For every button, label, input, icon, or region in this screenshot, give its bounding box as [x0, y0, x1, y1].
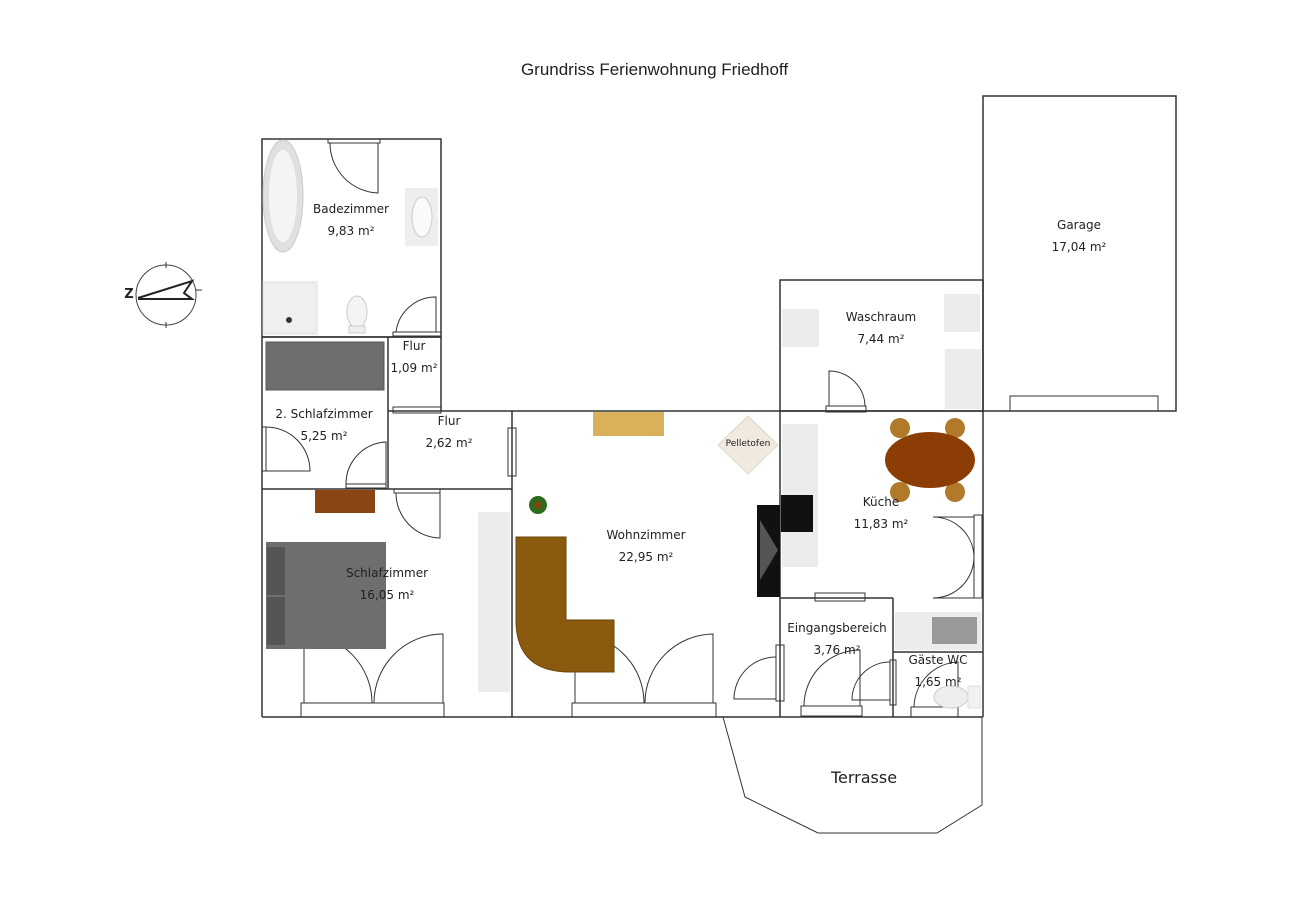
- sofa-icon: [515, 536, 615, 673]
- shower-icon: [262, 281, 318, 335]
- tv-icon: [757, 505, 780, 597]
- room-terrasse: Terrasse: [830, 768, 898, 787]
- bed-icon: [266, 542, 386, 649]
- compass-north-icon: [135, 262, 202, 328]
- wc-sink-icon: [895, 612, 981, 650]
- wc-toilet-icon: [933, 685, 981, 709]
- dining-table-icon: [885, 418, 975, 502]
- washer-icon: [782, 294, 981, 409]
- pelletofen-icon: [717, 415, 779, 475]
- dresser-icon: [315, 490, 375, 513]
- compass-label: Z: [124, 287, 134, 302]
- toilet-icon: [346, 295, 368, 334]
- page-title: Grundriss Ferienwohnung Friedhoff: [520, 60, 789, 79]
- sideboard-icon: [593, 412, 664, 436]
- desk-icon: [265, 341, 385, 391]
- plant-icon: [529, 496, 547, 514]
- pelletofen-label: Pelletofen: [725, 439, 771, 449]
- bathtub-icon: [262, 139, 304, 253]
- wardrobe-icon: [478, 512, 510, 692]
- kitchen-counter-icon: [781, 424, 818, 567]
- sink-icon: [405, 188, 438, 246]
